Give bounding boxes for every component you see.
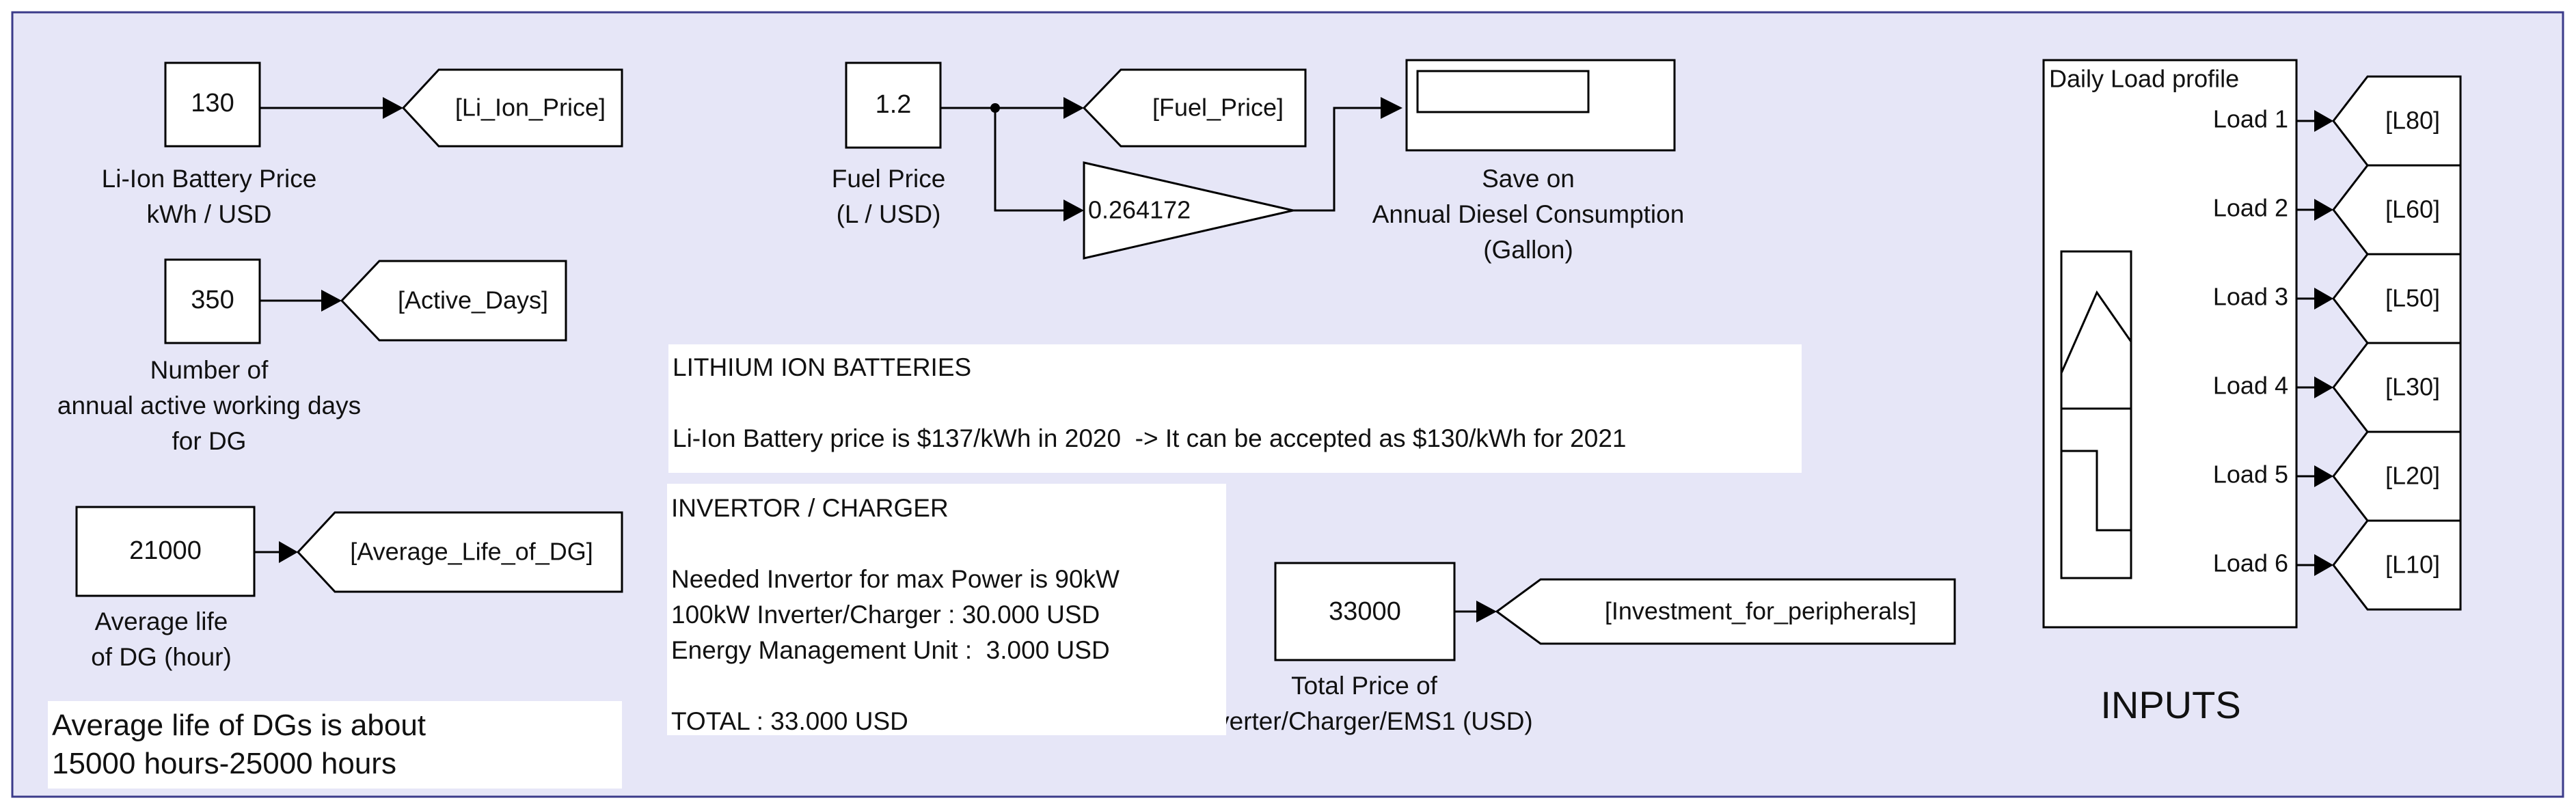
load-goto-label: [L80] <box>2385 107 2440 135</box>
dg-life-arrow <box>279 541 298 563</box>
load-goto-label: [L60] <box>2385 195 2440 223</box>
active-days-goto-label: [Active_Days] <box>398 286 548 314</box>
gain-output-line <box>1293 107 1381 212</box>
load-goto-label: [L50] <box>2385 284 2440 312</box>
load-goto-tag[interactable] <box>2332 164 2462 256</box>
load-signal-arrow <box>2314 376 2333 398</box>
active-days-arrow <box>321 290 342 312</box>
ramp-waveform <box>2060 290 2132 374</box>
branch-line <box>994 108 1063 212</box>
fuel-price-label-line-2: (L / USD) <box>836 200 941 228</box>
load-goto-tag[interactable] <box>2332 519 2462 611</box>
load-goto-label: [L10] <box>2385 551 2440 579</box>
dg-life-goto-label: [Average_Life_of_DG] <box>350 538 593 566</box>
active-days-goto-tag[interactable] <box>340 260 567 342</box>
peripherals-label-line-1: Total Price of <box>1291 672 1437 700</box>
dg-life-goto-tag[interactable] <box>296 511 623 593</box>
load-port-label: Load 3 <box>2213 283 2288 311</box>
dg-life-label: Average life of DG (hour) <box>91 604 232 675</box>
peripherals-goto-label: [Investment_for_peripherals] <box>1605 597 1916 625</box>
lithium-note: LITHIUM ION BATTERIES Li-Ion Battery pri… <box>668 344 1802 473</box>
load-goto-tag[interactable] <box>2332 75 2462 167</box>
fuel-price-value: 1.2 <box>876 90 912 119</box>
load-signal-arrow <box>2314 199 2333 221</box>
active-days-label-line-2: annual active working days <box>57 392 362 420</box>
display-arrow <box>1381 97 1402 119</box>
load-goto-tag[interactable] <box>2332 430 2462 522</box>
load-port-label: Load 4 <box>2213 372 2288 400</box>
load-signal-arrow <box>2314 554 2333 576</box>
load-signal-arrow <box>2314 288 2333 310</box>
dg-life-value: 21000 <box>129 536 202 565</box>
peripherals-label: Total Price of Inverter/Charger/EMS1 (US… <box>1195 668 1532 739</box>
active-days-label-line-1: Number of <box>150 356 269 384</box>
pulse-waveform <box>2061 450 2131 532</box>
li-ion-goto-label: [Li_Ion_Price] <box>455 94 606 122</box>
display-label-line-2: Annual Diesel Consumption <box>1372 200 1685 228</box>
load-port-label: Load 6 <box>2213 549 2288 577</box>
load-goto-label: [L20] <box>2385 462 2440 490</box>
gain-value: 0.264172 <box>1088 196 1191 224</box>
gain-input-arrow <box>1063 200 1084 221</box>
load-goto-tag[interactable] <box>2332 253 2462 344</box>
load-outputs: Load 1 [L80] Load 2 [L60] Load 3 [L50] Load 4 [… <box>2213 75 2462 611</box>
peripherals-value: 33000 <box>1329 597 1401 626</box>
li-ion-label-line-1: Li-Ion Battery Price <box>101 165 317 193</box>
display-label-line-3: (Gallon) <box>1483 236 1573 264</box>
fuel-price-label: Fuel Price (L / USD) <box>832 161 946 232</box>
peripherals-goto-tag[interactable] <box>1495 578 1956 645</box>
fuel-goto-label: [Fuel_Price] <box>1152 94 1284 122</box>
active-days-label: Number of annual active working days for… <box>57 353 361 459</box>
inputs-area-label: INPUTS <box>2100 683 2241 726</box>
peripherals-arrow <box>1476 601 1497 622</box>
load-signal-arrow <box>2314 110 2333 132</box>
load-profile-title: Daily Load profile <box>2049 65 2239 93</box>
display-label-line-1: Save on <box>1482 165 1575 193</box>
active-days-label-line-3: for DG <box>172 427 247 455</box>
fuel-goto-tag[interactable] <box>1082 68 1307 148</box>
peripherals-constant[interactable] <box>1274 562 1456 661</box>
fuel-price-label-line-1: Fuel Price <box>831 165 946 193</box>
display-window <box>1416 70 1590 113</box>
invertor-note: INVERTOR / CHARGER Needed Invertor for m… <box>667 484 1226 735</box>
signal-builder-icon <box>2060 250 2132 579</box>
load-port-label: Load 1 <box>2213 105 2288 133</box>
li-ion-goto-tag[interactable] <box>401 68 623 148</box>
load-port-label: Load 2 <box>2213 194 2288 222</box>
li-ion-price-value: 130 <box>191 89 234 118</box>
fuel-arrow <box>1063 97 1084 119</box>
load-port-label: Load 5 <box>2213 461 2288 489</box>
li-ion-price-constant[interactable] <box>164 61 261 148</box>
li-ion-arrow <box>383 97 403 119</box>
dg-life-label-line-2: of DG (hour) <box>91 643 232 671</box>
li-ion-label: Li-Ion Battery Price kWh / USD <box>102 161 317 232</box>
load-goto-tag[interactable] <box>2332 342 2462 433</box>
peripherals-label-line-2: Inverter/Charger/EMS1 (USD) <box>1195 707 1533 735</box>
dg-life-note: Average life of DGs is about 15000 hours… <box>48 701 622 789</box>
load-goto-label: [L30] <box>2385 373 2440 401</box>
li-ion-label-line-2: kWh / USD <box>146 200 272 228</box>
gain-block[interactable] <box>1083 161 1294 260</box>
fuel-price-constant[interactable] <box>845 61 942 149</box>
active-days-value: 350 <box>191 286 234 314</box>
load-signal-arrow <box>2314 465 2333 487</box>
display-label: Save on Annual Diesel Consumption (Gallo… <box>1372 161 1685 268</box>
dg-life-label-line-1: Average life <box>94 607 228 635</box>
